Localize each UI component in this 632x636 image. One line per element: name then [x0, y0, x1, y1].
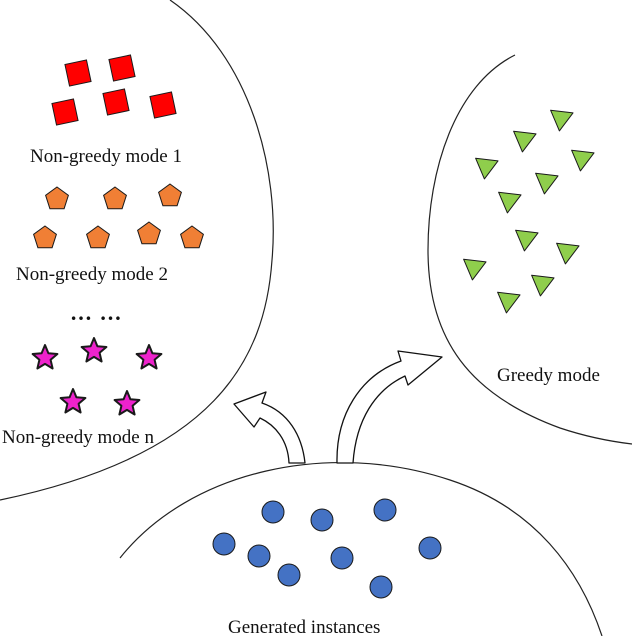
- mode-n-label: Non-greedy mode n: [2, 427, 154, 448]
- pentagon-icon: [103, 186, 127, 210]
- circle-icon: [373, 498, 397, 522]
- circle-icon: [212, 532, 236, 556]
- square-icon: [149, 91, 177, 119]
- pentagon-icon: [180, 225, 204, 249]
- arrow-to-non-greedy: [233, 391, 306, 464]
- circle-icon: [277, 563, 301, 587]
- square-icon: [102, 88, 130, 116]
- triangle-icon: [498, 191, 522, 214]
- triangle-icon: [515, 229, 539, 252]
- circle-icon: [369, 575, 393, 599]
- triangle-icon: [550, 109, 574, 132]
- non-greedy-region-boundary: [0, 0, 274, 501]
- pentagon-icon: [33, 225, 57, 249]
- pentagon-icon: [86, 225, 110, 249]
- triangle-icon: [571, 149, 595, 172]
- triangle-icon: [513, 130, 537, 153]
- greedy-region-boundary: [427, 54, 632, 445]
- circle-icon: [310, 508, 334, 532]
- triangle-icon: [535, 172, 559, 195]
- circle-icon: [247, 544, 271, 568]
- triangle-icon: [556, 242, 580, 265]
- triangle-icon: [531, 274, 555, 297]
- star-icon: [135, 344, 163, 370]
- square-icon: [51, 98, 79, 126]
- triangle-icon: [497, 291, 521, 314]
- triangle-icon: [475, 157, 499, 180]
- mode-1-label: Non-greedy mode 1: [30, 146, 182, 167]
- triangle-icon: [463, 258, 487, 281]
- square-icon: [108, 54, 136, 82]
- pentagon-icon: [158, 183, 182, 207]
- greedy-mode-label: Greedy mode: [497, 365, 600, 386]
- square-icon: [64, 59, 92, 87]
- arrow-to-greedy: [336, 350, 443, 464]
- circle-icon: [261, 500, 285, 524]
- generated-instances-label: Generated instances: [228, 617, 380, 636]
- generated-region-boundary: [119, 461, 603, 636]
- star-icon: [113, 390, 141, 416]
- mode-2-label: Non-greedy mode 2: [16, 264, 168, 285]
- ellipsis-label: … …: [70, 300, 123, 325]
- circle-icon: [418, 536, 442, 560]
- pentagon-icon: [137, 221, 161, 245]
- star-icon: [80, 337, 108, 363]
- circle-icon: [330, 546, 354, 570]
- pentagon-icon: [45, 186, 69, 210]
- star-icon: [59, 388, 87, 414]
- star-icon: [31, 344, 59, 370]
